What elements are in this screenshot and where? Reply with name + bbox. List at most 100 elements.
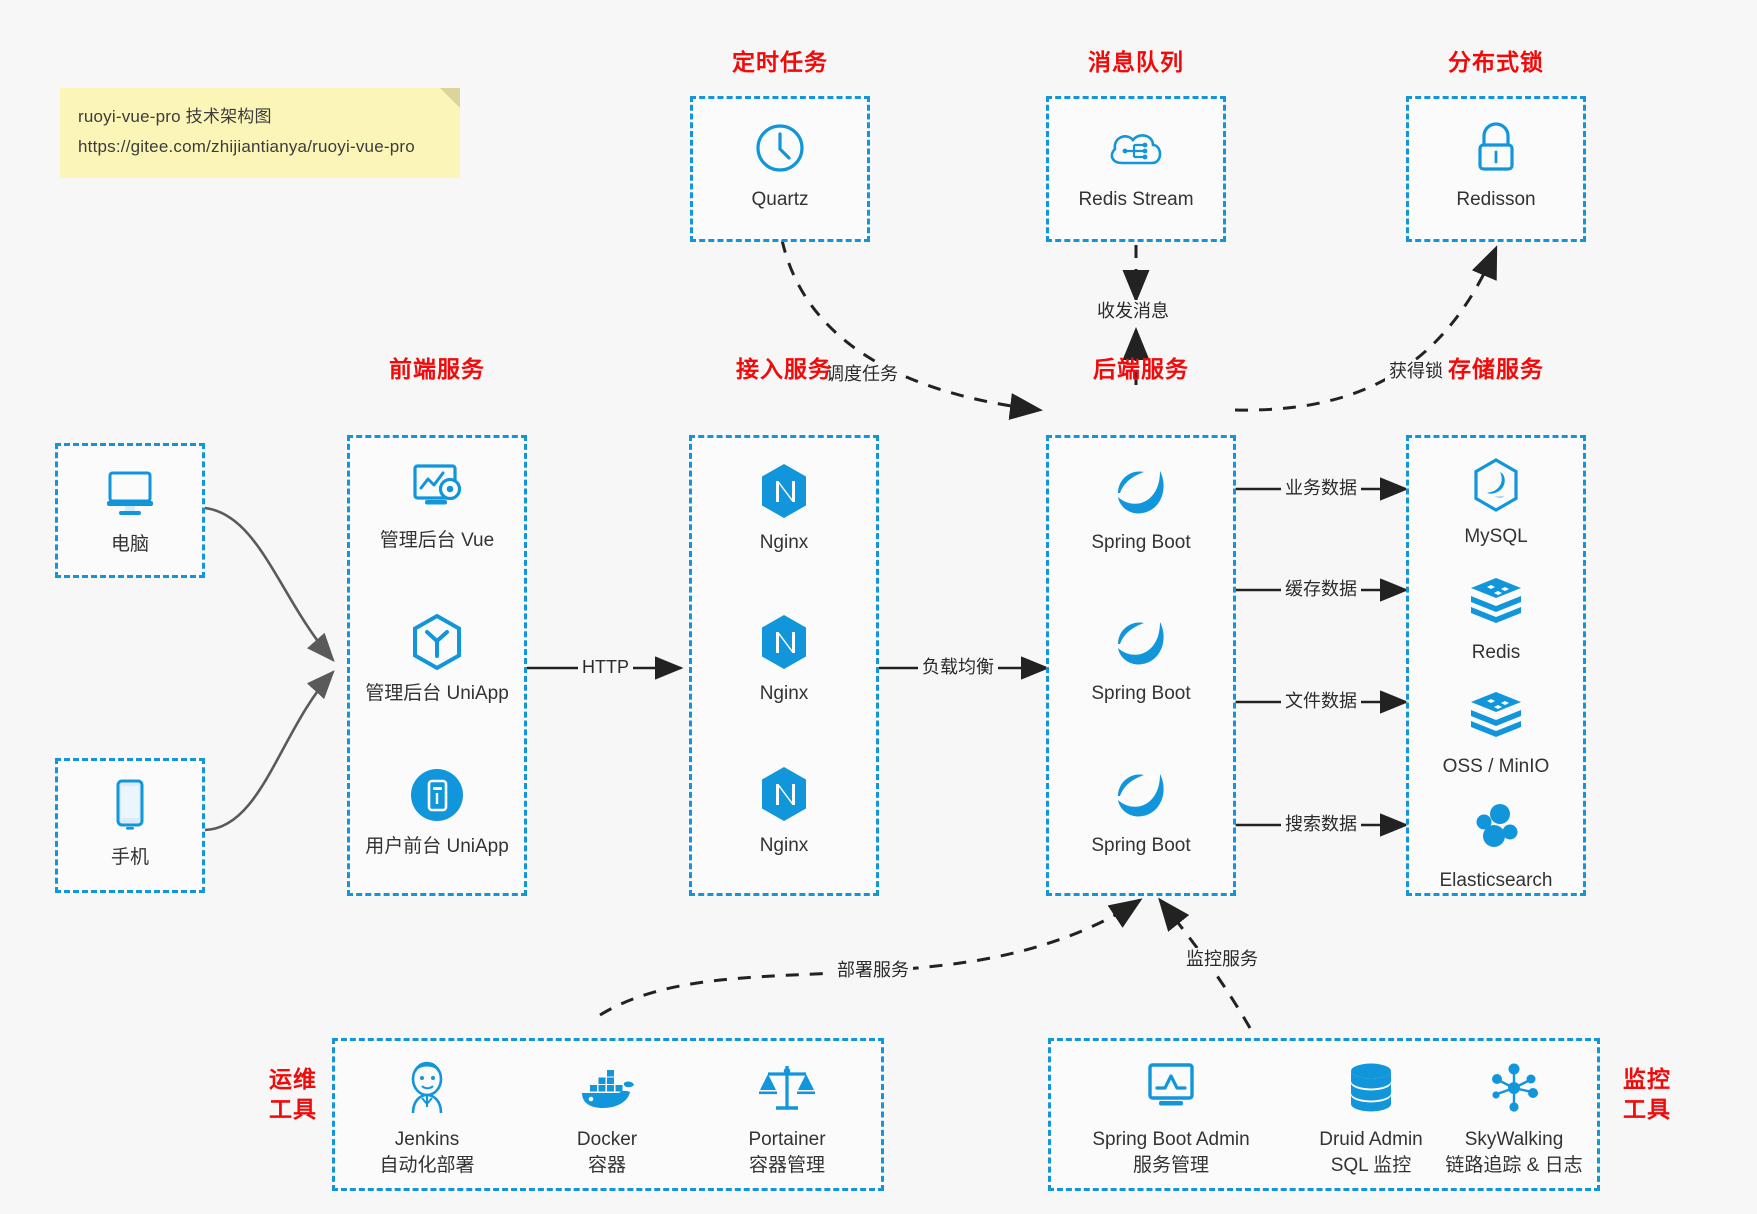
skywalking-hub-icon xyxy=(1429,1057,1599,1119)
node-label: 管理后台 Vue xyxy=(379,530,495,551)
mobile-phone-icon xyxy=(58,775,202,837)
node-admin-vue[interactable]: 管理后台 Vue xyxy=(350,458,524,554)
node-spring-boot-3[interactable]: Spring Boot xyxy=(1049,763,1233,859)
group-title-message-queue: 消息队列 xyxy=(1088,49,1184,75)
padlock-icon xyxy=(1409,117,1583,179)
node-sublabel: 服务管理 xyxy=(1132,1155,1209,1176)
node-sublabel: 容器 xyxy=(587,1155,626,1176)
node-label: 管理后台 UniApp xyxy=(365,683,509,704)
node-label: Nginx xyxy=(759,835,809,856)
cloud-network-icon xyxy=(1049,117,1223,179)
node-nginx-3[interactable]: Nginx xyxy=(692,763,876,859)
node-sublabel: 容器管理 xyxy=(748,1155,825,1176)
node-admin-uniapp[interactable]: 管理后台 UniApp xyxy=(350,611,524,707)
dashboard-gear-icon xyxy=(350,458,524,520)
node-label: Spring Boot xyxy=(1091,683,1191,704)
monitoring-title-line2: 工具 xyxy=(1623,1096,1671,1122)
node-druid-admin[interactable]: Druid Admin SQL 监控 xyxy=(1291,1057,1451,1179)
node-label: Docker xyxy=(576,1129,638,1150)
node-label: Redis xyxy=(1471,642,1521,663)
node-label: 手机 xyxy=(110,847,149,868)
spring-boot-icon xyxy=(1049,611,1233,673)
app-phone-icon xyxy=(350,764,524,826)
group-gateway: Nginx Nginx Nginx xyxy=(689,435,879,896)
node-spring-boot-admin[interactable]: Spring Boot Admin 服务管理 xyxy=(1061,1057,1281,1179)
group-distributed-lock: Redisson xyxy=(1406,96,1586,242)
mysql-dolphin-icon xyxy=(1409,454,1583,516)
desktop-monitor-icon xyxy=(58,462,202,524)
hexagon-cube-icon xyxy=(350,611,524,673)
node-label: Jenkins xyxy=(394,1129,460,1150)
node-mobile[interactable]: 手机 xyxy=(58,775,202,871)
spring-boot-icon xyxy=(1049,763,1233,825)
node-jenkins[interactable]: Jenkins 自动化部署 xyxy=(347,1057,507,1179)
edge-label-file-data: 文件数据 xyxy=(1281,690,1361,712)
group-title-devops: 运维 工具 xyxy=(258,1064,328,1124)
node-redis[interactable]: Redis xyxy=(1409,570,1583,666)
group-title-frontend: 前端服务 xyxy=(389,356,485,382)
node-redisson[interactable]: Redisson xyxy=(1409,117,1583,213)
node-mysql[interactable]: MySQL xyxy=(1409,454,1583,550)
node-label: Elasticsearch xyxy=(1439,870,1553,891)
node-label: OSS / MinIO xyxy=(1442,756,1550,777)
nginx-icon xyxy=(692,611,876,673)
docker-whale-icon xyxy=(527,1057,687,1119)
group-frontend: 管理后台 Vue 管理后台 UniApp 用户前台 UniApp xyxy=(347,435,527,896)
node-spring-boot-1[interactable]: Spring Boot xyxy=(1049,460,1233,556)
node-label: Spring Boot Admin xyxy=(1092,1129,1250,1150)
elasticsearch-icon xyxy=(1409,798,1583,860)
edge-label-http: HTTP xyxy=(578,656,633,678)
node-spring-boot-2[interactable]: Spring Boot xyxy=(1049,611,1233,707)
node-docker[interactable]: Docker 容器 xyxy=(527,1057,687,1179)
edge-label-deploy: 部署服务 xyxy=(833,959,913,981)
group-title-backend: 后端服务 xyxy=(1093,356,1189,382)
note-title: ruoyi-vue-pro 技术架构图 xyxy=(78,107,272,126)
node-label: SkyWalking xyxy=(1464,1129,1564,1150)
group-message-queue: Redis Stream xyxy=(1046,96,1226,242)
node-label: Nginx xyxy=(759,683,809,704)
edge-label-loadbalance: 负载均衡 xyxy=(918,656,998,678)
database-icon xyxy=(1291,1057,1451,1119)
node-quartz[interactable]: Quartz xyxy=(693,117,867,213)
jenkins-butler-icon xyxy=(347,1057,507,1119)
edge-label-monitor: 监控服务 xyxy=(1182,948,1262,970)
node-label: Druid Admin xyxy=(1319,1129,1423,1150)
group-monitoring: Spring Boot Admin 服务管理 Druid Admin SQL 监… xyxy=(1048,1038,1600,1191)
edge-label-lock: 获得锁 xyxy=(1385,360,1447,382)
group-title-distributed-lock: 分布式锁 xyxy=(1448,49,1544,75)
clock-icon xyxy=(693,117,867,179)
devops-title-line2: 工具 xyxy=(269,1096,317,1122)
monitoring-title-line1: 监控 xyxy=(1623,1066,1671,1092)
node-elasticsearch[interactable]: Elasticsearch xyxy=(1409,798,1583,894)
group-storage: MySQL Redis xyxy=(1406,435,1586,896)
node-desktop[interactable]: 电脑 xyxy=(58,462,202,558)
node-label: 电脑 xyxy=(110,534,149,555)
edge-label-biz-data: 业务数据 xyxy=(1281,477,1361,499)
edge-label-mq: 收发消息 xyxy=(1093,300,1173,322)
node-label: 用户前台 UniApp xyxy=(365,836,509,857)
node-label: Redis Stream xyxy=(1078,189,1194,210)
group-title-monitoring: 监控 工具 xyxy=(1612,1064,1682,1124)
node-oss-minio[interactable]: OSS / MinIO xyxy=(1409,684,1583,780)
node-sublabel: 链路追踪 & 日志 xyxy=(1445,1155,1583,1176)
group-scheduled-task: Quartz xyxy=(690,96,870,242)
spring-boot-icon xyxy=(1049,460,1233,522)
node-redis-stream[interactable]: Redis Stream xyxy=(1049,117,1223,213)
node-skywalking[interactable]: SkyWalking 链路追踪 & 日志 xyxy=(1429,1057,1599,1179)
nginx-icon xyxy=(692,763,876,825)
edge-label-schedule: 调度任务 xyxy=(822,363,902,385)
node-label: Portainer xyxy=(748,1129,826,1150)
node-user-uniapp[interactable]: 用户前台 UniApp xyxy=(350,764,524,860)
node-nginx-2[interactable]: Nginx xyxy=(692,611,876,707)
nginx-icon xyxy=(692,460,876,522)
node-sublabel: 自动化部署 xyxy=(379,1155,475,1176)
group-devops: Jenkins 自动化部署 Docker 容器 xyxy=(332,1038,884,1191)
group-client-desktop: 电脑 xyxy=(55,443,205,578)
node-label: Nginx xyxy=(759,532,809,553)
node-portainer[interactable]: Portainer 容器管理 xyxy=(707,1057,867,1179)
redis-stack-icon xyxy=(1409,570,1583,632)
node-label: MySQL xyxy=(1464,526,1528,547)
node-nginx-1[interactable]: Nginx xyxy=(692,460,876,556)
note-url: https://gitee.com/zhijiantianya/ruoyi-vu… xyxy=(78,137,415,156)
node-label: Quartz xyxy=(751,189,809,210)
